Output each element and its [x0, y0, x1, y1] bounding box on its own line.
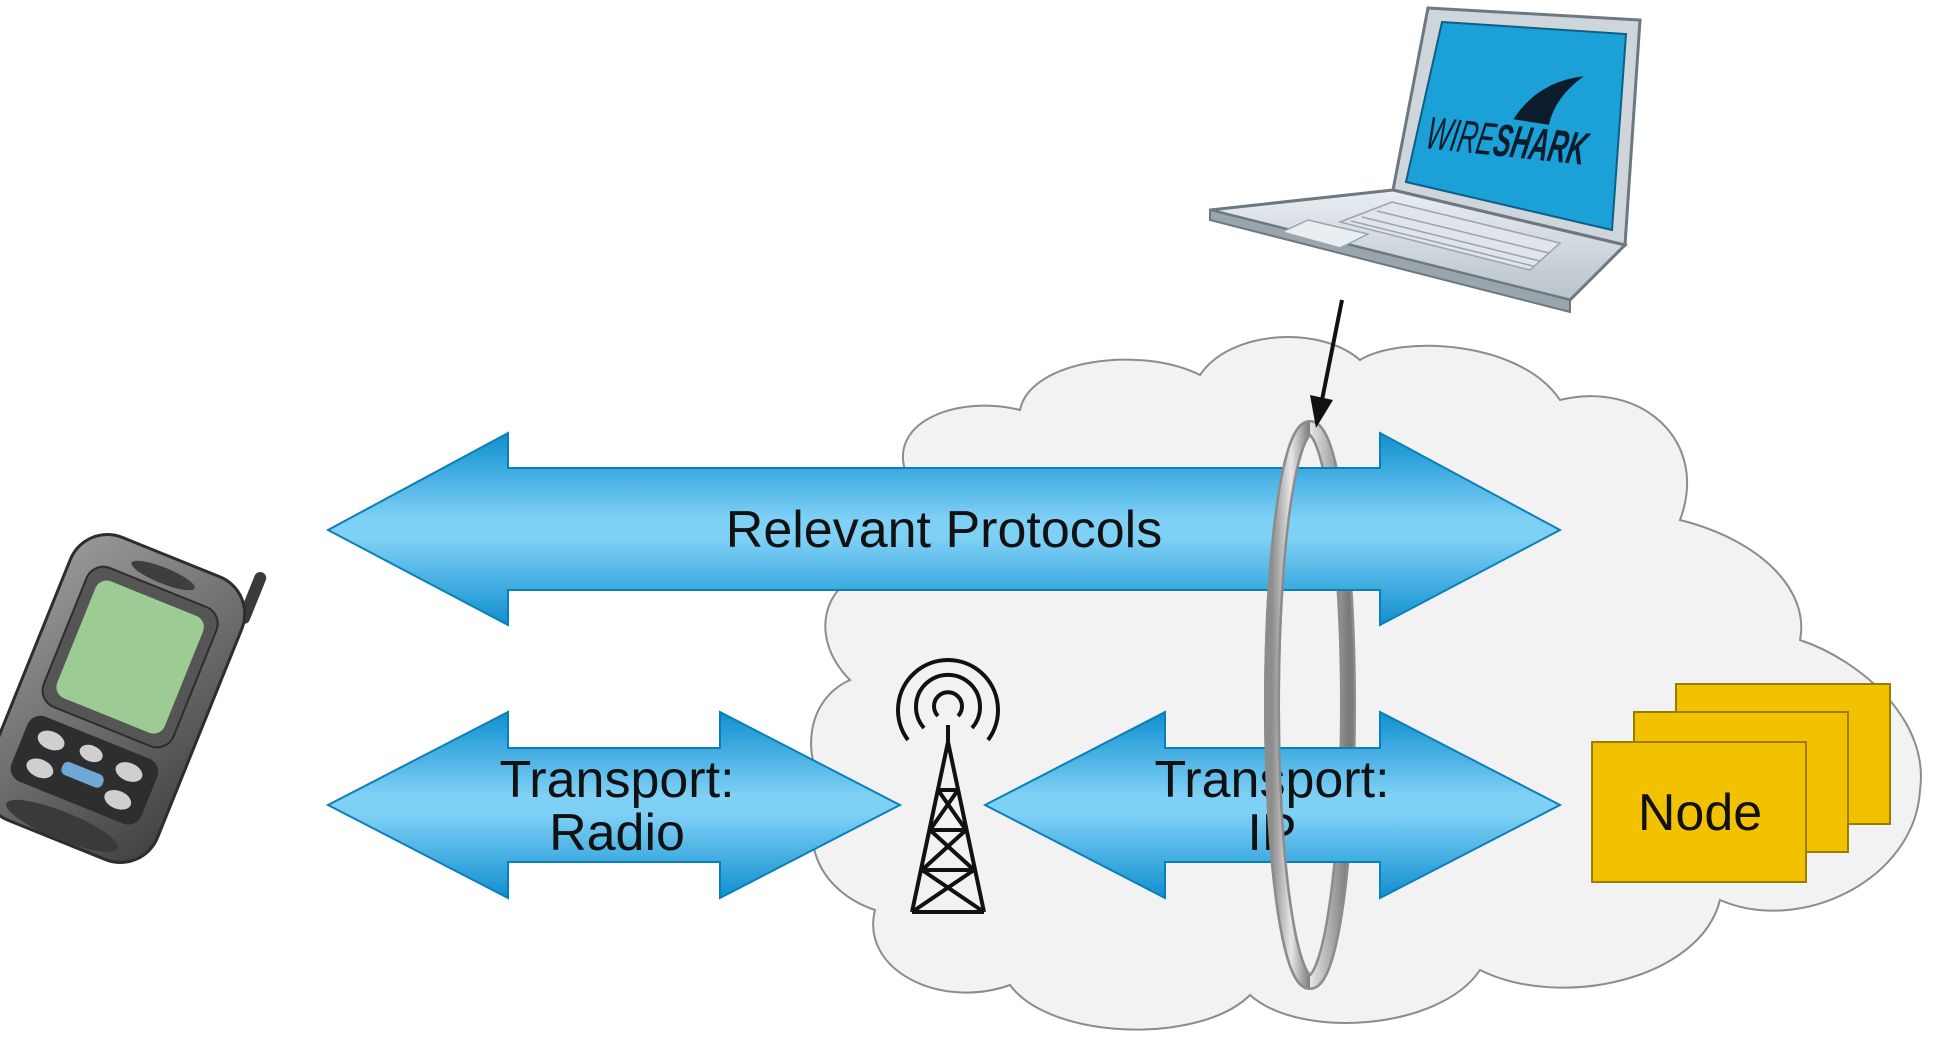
radio-tower-icon	[896, 658, 1000, 914]
capture-tap-ring-front	[1264, 420, 1312, 990]
laptop-icon: WIRESHARK	[1209, 6, 1642, 314]
laptop-keyboard	[1337, 201, 1562, 271]
svg-text:WIRESHARK: WIRESHARK	[1422, 107, 1594, 175]
transport-radio-line2: Radio	[549, 804, 685, 862]
mobile-phone-icon	[0, 533, 267, 864]
relevant-protocols-arrow: Relevant Protocols	[325, 431, 1563, 627]
wireshark-logo: WIRESHARK	[1422, 76, 1594, 175]
node-stack: Node	[1591, 683, 1891, 883]
node-label: Node	[1638, 784, 1762, 842]
transport-radio-line1: Transport:	[499, 751, 734, 809]
transport-radio-arrow: Transport: Radio	[325, 710, 903, 900]
phone-screen	[56, 580, 204, 734]
node-box-front	[1591, 741, 1807, 883]
relevant-protocols-label: Relevant Protocols	[726, 501, 1162, 559]
laptop-touchpad	[1279, 219, 1371, 249]
tap-pointer-arrow	[1310, 299, 1344, 428]
